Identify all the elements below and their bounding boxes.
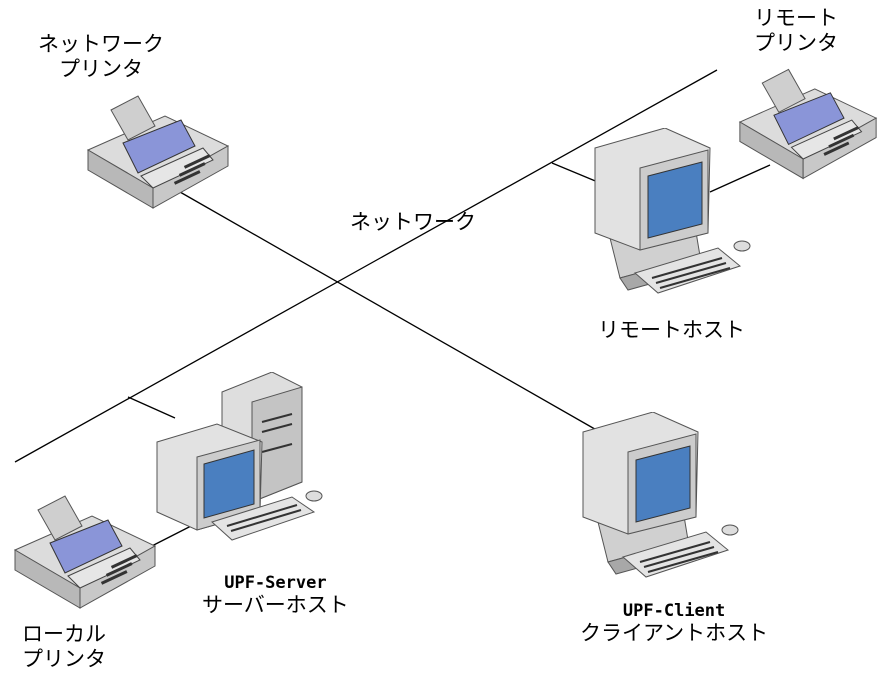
network-printer-icon <box>86 95 230 209</box>
client-host-caption: クライアントホスト <box>580 621 769 645</box>
local-printer-icon <box>13 495 157 609</box>
server-host-name: UPF-Server <box>224 573 327 593</box>
remote-printer-label: リモート プリンタ <box>754 6 838 55</box>
remote-host-computer-icon <box>594 128 751 294</box>
client-host-name: UPF-Client <box>622 601 726 621</box>
server-host-label: UPF-Server サーバーホスト <box>202 572 349 616</box>
network-printer-label: ネットワーク プリンタ <box>38 32 164 81</box>
client-host-label: UPF-Client クライアントホスト <box>580 600 768 644</box>
client-host-computer-icon <box>582 412 739 578</box>
server-host-caption: サーバーホスト <box>202 593 349 617</box>
remote-host-printer-line <box>709 164 771 193</box>
network-label: ネットワーク <box>350 210 476 234</box>
remote-host-label: リモートホスト <box>598 318 745 342</box>
server-host-computer-icon <box>156 372 323 541</box>
remote-printer-icon <box>738 68 878 180</box>
local-printer-label: ローカル プリンタ <box>22 622 106 671</box>
printer-to-client-line <box>179 191 601 433</box>
server-branch-line <box>127 396 176 419</box>
network-backbone-line <box>14 69 718 463</box>
